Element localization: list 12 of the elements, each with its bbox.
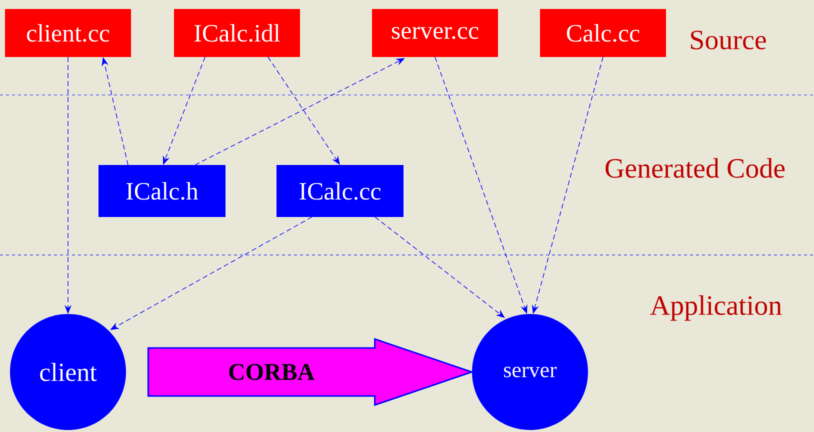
edge-label: CORBA (229, 364, 314, 380)
layer-label: Generated Code (606, 158, 785, 178)
file-box: ICalc.cc (276, 165, 404, 217)
arrow (268, 56, 340, 165)
file-box: Calc.cc (540, 9, 666, 57)
file-box: ICalc.h (98, 165, 226, 217)
layer-label: Application (650, 295, 782, 321)
file-box: client.cc (5, 9, 131, 57)
block-arrow (147, 338, 474, 406)
file-box: ICalc.idl (174, 9, 300, 57)
file-box: server.cc (372, 9, 498, 57)
arrow (374, 216, 505, 318)
